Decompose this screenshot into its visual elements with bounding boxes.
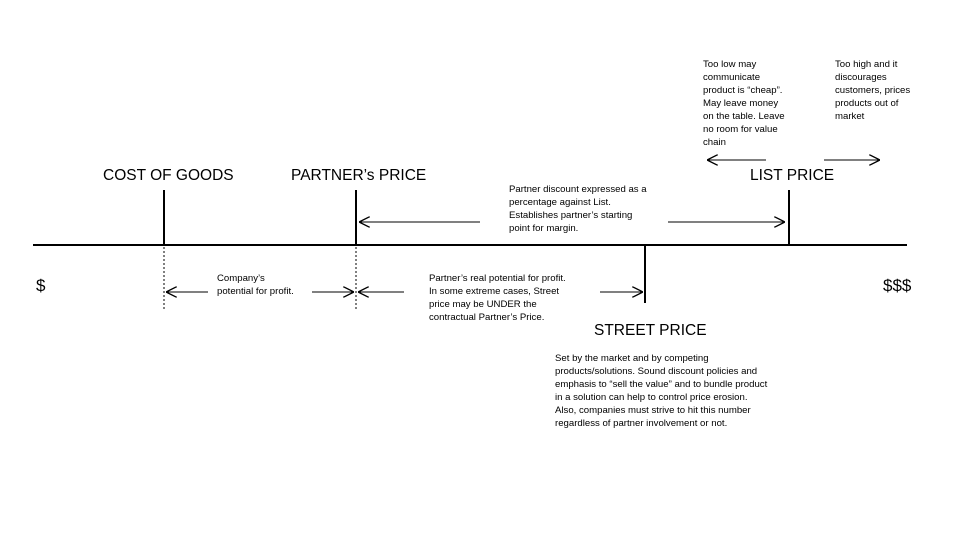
note-line: market xyxy=(835,111,865,122)
note-line: on the table. Leave xyxy=(703,111,785,122)
note-line: customers, prices xyxy=(835,85,911,96)
cost-of-goods-heading: COST OF GOODS xyxy=(103,167,234,184)
note-line: percentage against List. xyxy=(509,197,611,208)
street-price-heading: STREET PRICE xyxy=(594,322,707,339)
note-line: Also, companies must strive to hit this … xyxy=(555,405,751,416)
note-line: Company’s xyxy=(217,273,265,284)
partner-discount-note: Partner discount expressed as a percenta… xyxy=(509,183,647,235)
partner-price-heading: PARTNER’s PRICE xyxy=(291,167,427,184)
note-line: products/solutions. Sound discount polic… xyxy=(555,366,758,377)
note-line: products out of xyxy=(835,98,899,109)
street-price-note: Set by the market and by competing produ… xyxy=(555,352,767,430)
partner-profit-note: Partner’s real potential for profit. In … xyxy=(429,272,566,324)
note-line: May leave money xyxy=(703,98,779,109)
high-price-symbol: $$$ xyxy=(883,276,912,295)
note-line: chain xyxy=(703,137,726,148)
note-line: price may be UNDER the xyxy=(429,299,537,310)
note-line: discourages xyxy=(835,72,887,83)
low-price-symbol: $ xyxy=(36,276,46,295)
note-line: product is “cheap”. xyxy=(703,85,783,96)
too-high-note: Too high and it discourages customers, p… xyxy=(835,58,910,123)
note-line: potential for profit. xyxy=(217,286,294,297)
note-line: Too low may xyxy=(703,59,757,70)
note-line: Establishes partner’s starting xyxy=(509,210,633,221)
note-line: Partner discount expressed as a xyxy=(509,184,647,195)
too-low-note: Too low may communicate product is “chea… xyxy=(703,58,785,149)
note-line: point for margin. xyxy=(509,223,579,234)
note-line: regardless of partner involvement or not… xyxy=(555,418,728,429)
note-line: communicate xyxy=(703,72,761,83)
note-line: in a solution can help to control price … xyxy=(555,392,748,403)
note-line: no room for value xyxy=(703,124,778,135)
note-line: emphasis to “sell the value” and to bund… xyxy=(555,379,768,390)
note-line: Too high and it xyxy=(835,59,898,70)
company-profit-note: Company’s potential for profit. xyxy=(217,272,294,298)
note-line: contractual Partner’s Price. xyxy=(429,312,545,323)
note-line: Set by the market and by competing xyxy=(555,353,709,364)
note-line: In some extreme cases, Street xyxy=(429,286,560,297)
list-price-heading: LIST PRICE xyxy=(750,167,835,184)
note-line: Partner’s real potential for profit. xyxy=(429,273,566,284)
